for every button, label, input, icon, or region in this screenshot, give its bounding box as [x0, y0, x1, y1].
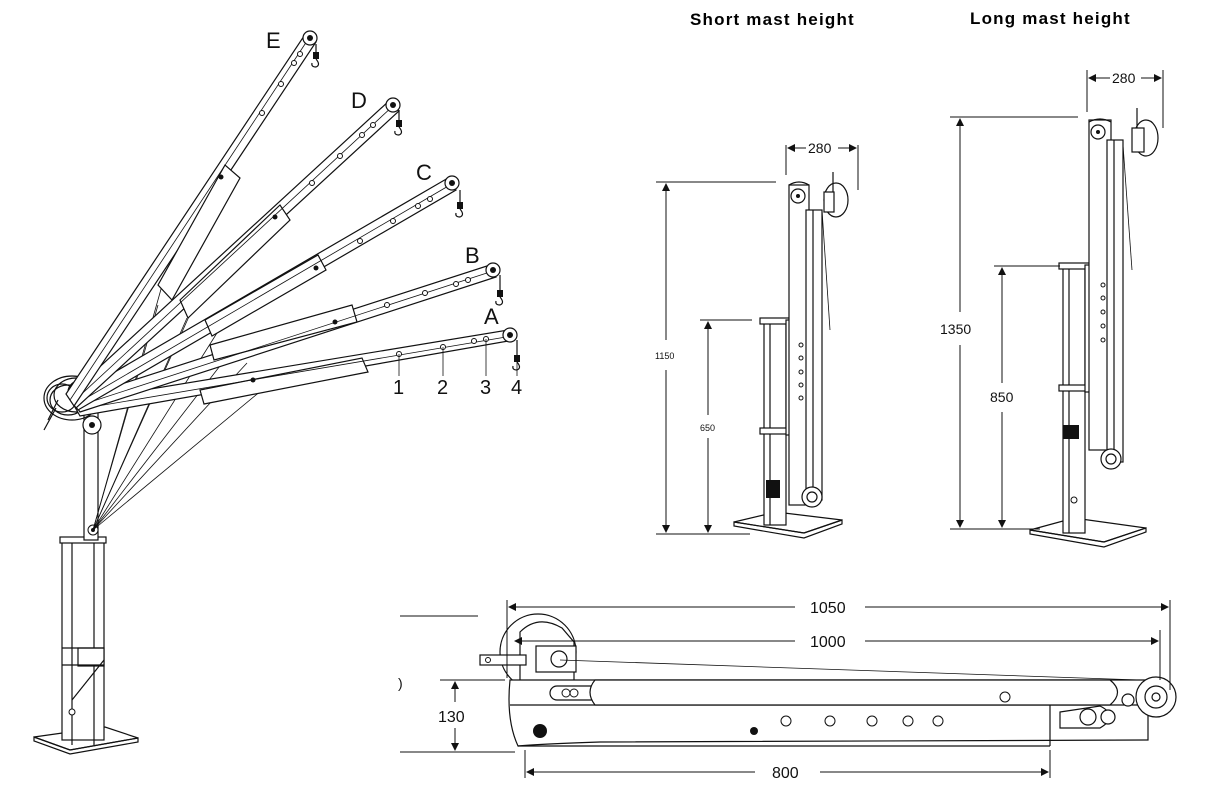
long-mast-total-height-label: 1350 — [940, 321, 971, 337]
boom-base-length-label: 800 — [772, 765, 799, 782]
hook-position-4: 4 — [511, 377, 522, 399]
crane-mast — [61, 539, 105, 741]
boom-position-c — [69, 175, 464, 411]
short-mast-title: Short mast height — [690, 10, 855, 29]
short-mast-width-label: 280 — [808, 140, 832, 156]
boom-overall-length-label: 1050 — [810, 600, 846, 617]
hook-position-3: 3 — [480, 377, 491, 399]
boom-position-e — [65, 30, 320, 408]
short-mast-view — [733, 172, 849, 539]
hook-position-2: 2 — [437, 377, 448, 399]
short-mast-total-height-label: 1150 — [655, 351, 674, 361]
short-mast-height-label: 650 — [700, 423, 715, 433]
boom-position-a — [71, 327, 521, 417]
boom-position-d — [67, 97, 403, 409]
boom-inner-length-label: 1000 — [810, 634, 846, 651]
svg-text:): ) — [398, 675, 403, 691]
long-mast-width-label: 280 — [1112, 70, 1136, 86]
long-mast-view — [1029, 108, 1159, 548]
long-mast-height-label: 850 — [990, 389, 1014, 405]
boom-plan-view — [479, 613, 1177, 747]
boom-height-label: 130 — [438, 709, 465, 726]
boom-label-e: E — [266, 28, 281, 53]
hook-position-1: 1 — [393, 377, 404, 399]
short-mast-dimensions: 280 1150 650 — [655, 140, 859, 535]
boom-label-c: C — [416, 160, 432, 185]
boom-dimensions: 1050 1000 130 ) 800 — [398, 600, 1171, 782]
boom-label-b: B — [465, 243, 480, 268]
long-mast-dimensions: 280 1350 850 — [940, 70, 1164, 530]
boom-label-d: D — [351, 88, 367, 113]
crane-side-view — [33, 274, 269, 755]
boom-label-a: A — [484, 304, 499, 329]
boom-position-b — [71, 262, 504, 413]
long-mast-title: Long mast height — [970, 9, 1131, 28]
